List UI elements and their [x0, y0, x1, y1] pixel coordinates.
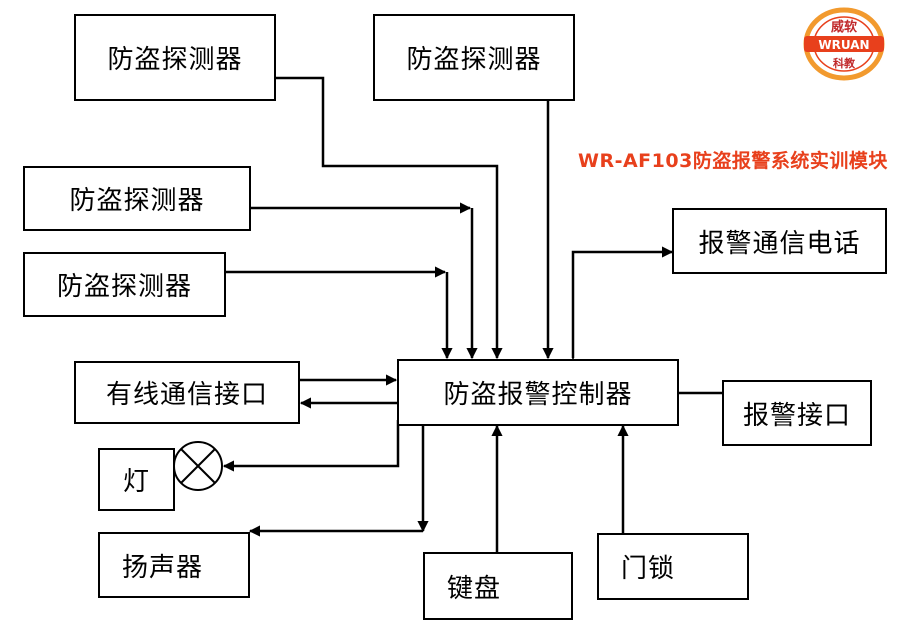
speaker-label: 扬声器: [122, 552, 204, 583]
wired-interface-box: 有线通信接口: [74, 361, 300, 424]
door-lock-label: 门锁: [621, 554, 676, 584]
lamp-box: 灯: [98, 448, 175, 511]
alarm-port-label: 报警接口: [742, 400, 851, 431]
keyboard-box: 键盘: [423, 552, 573, 620]
wire-lamp: [222, 420, 400, 472]
alarm-port-box: 报警接口: [722, 380, 872, 446]
controller-box: 防盗报警控制器: [397, 359, 679, 426]
phone-box: 报警通信电话: [672, 208, 887, 274]
speaker-box: 扬声器: [98, 532, 250, 598]
detector-box-2: 防盗探测器: [373, 14, 575, 101]
wire-detector-1: [275, 76, 503, 360]
logo-top-text: 威软: [831, 19, 857, 35]
detector-label-1: 防盗探测器: [107, 45, 243, 75]
wired-interface-label: 有线通信接口: [105, 380, 268, 410]
diagram-title: WR-AF103防盗报警系统实训模块: [578, 150, 888, 172]
lamp-symbol: [173, 441, 223, 491]
detector-box-1: 防盗探测器: [74, 14, 276, 101]
keyboard-label: 键盘: [447, 573, 502, 604]
phone-label: 报警通信电话: [698, 228, 861, 259]
wire-phone: [567, 246, 674, 369]
logo-bottom-text: 科教: [833, 56, 856, 70]
detector-label-2: 防盗探测器: [406, 45, 542, 75]
door-lock-box: 门锁: [597, 533, 749, 600]
detector-label-3: 防盗探测器: [69, 186, 205, 216]
controller-label: 防盗报警控制器: [443, 380, 633, 410]
detector-box-3: 防盗探测器: [23, 166, 251, 231]
logo-middle-text: WRUAN: [818, 38, 869, 52]
wruan-logo: 威软 WRUAN 科教: [803, 7, 885, 81]
detector-box-4: 防盗探测器: [23, 252, 226, 317]
lamp-label: 灯: [122, 467, 150, 497]
detector-label-4: 防盗探测器: [56, 272, 192, 302]
